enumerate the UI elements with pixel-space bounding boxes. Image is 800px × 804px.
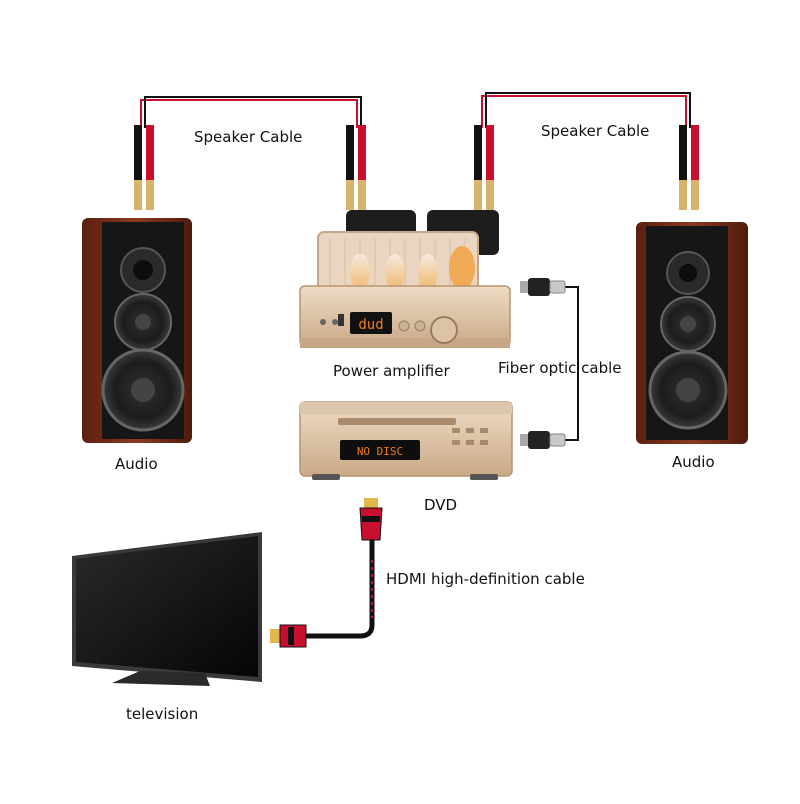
tweeter <box>666 251 710 295</box>
dvd-display <box>340 440 420 460</box>
dvd-player: NO DISC <box>299 401 513 480</box>
woofer-driver <box>648 350 728 430</box>
dvd-display-text: NO DISC <box>357 445 403 458</box>
label-power-amplifier: Power amplifier <box>333 362 450 380</box>
banana-plugs-right-speaker <box>679 125 699 210</box>
label-dvd: DVD <box>424 496 458 514</box>
right-speaker <box>636 222 748 444</box>
power-amplifier: dud <box>299 210 511 348</box>
woofer-driver <box>101 348 185 432</box>
amp-display <box>350 312 392 334</box>
label-speaker-cable-left: Speaker Cable <box>194 128 303 146</box>
banana-plugs-left-speaker <box>134 125 154 210</box>
banana-plugs-amp-left <box>346 125 366 210</box>
label-audio-right: Audio <box>672 453 715 471</box>
television <box>72 532 262 686</box>
volume-knob <box>430 316 458 344</box>
speaker-cable-right <box>474 92 699 210</box>
hdmi-cable <box>270 498 383 648</box>
midrange-driver <box>114 293 172 351</box>
amp-display-text: dud <box>358 317 383 333</box>
optical-connector-top <box>520 278 566 296</box>
speaker-cable-left <box>134 96 366 210</box>
optical-connector-bottom <box>520 431 566 449</box>
fiber-optic-cable <box>520 278 579 449</box>
label-fiber-optic-cable: Fiber optic cable <box>498 359 622 377</box>
label-hdmi-cable: HDMI high-definition cable <box>386 570 585 588</box>
hdmi-connector-tv <box>270 624 307 648</box>
banana-plugs-amp-right <box>474 125 494 210</box>
label-audio-left: Audio <box>115 455 158 473</box>
label-television: television <box>126 705 199 723</box>
tv-stand <box>112 671 210 686</box>
hdmi-connector-dvd <box>359 498 383 541</box>
tweeter <box>120 247 166 293</box>
midrange-driver <box>660 296 716 352</box>
left-speaker <box>82 218 192 443</box>
label-speaker-cable-right: Speaker Cable <box>541 122 650 140</box>
